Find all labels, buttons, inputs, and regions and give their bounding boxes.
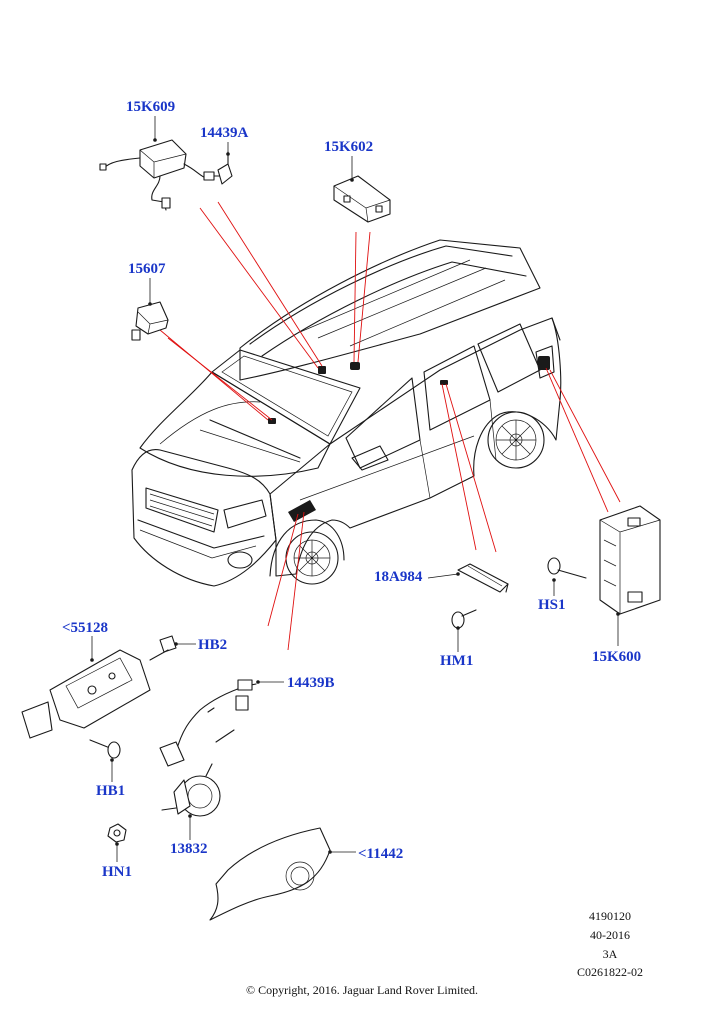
reference-date-code: 40-2016 — [590, 928, 630, 942]
callout-hs1[interactable]: HS1 — [538, 597, 566, 613]
callout-11442[interactable]: <11442 — [358, 846, 404, 862]
reference-illustration-number: 4190120 — [589, 909, 631, 923]
module-15k600-drawing — [599, 505, 661, 615]
horn-13832-drawing — [161, 763, 221, 817]
callout-hb1[interactable]: HB1 — [96, 783, 126, 799]
bolt-hb1-drawing — [89, 739, 121, 759]
vehicle-outline — [131, 239, 562, 587]
callout-hb2[interactable]: HB2 — [198, 637, 228, 653]
bracket-55128-drawing — [21, 649, 151, 739]
callout-leaders — [90, 116, 620, 862]
callout-15607[interactable]: 15607 — [128, 261, 166, 277]
bolt-hb2-drawing — [149, 635, 177, 661]
callout-15k609[interactable]: 15K609 — [126, 99, 176, 115]
antenna-18a984-drawing — [457, 563, 509, 593]
callout-hn1[interactable]: HN1 — [102, 864, 132, 880]
callout-14439b[interactable]: 14439B — [287, 675, 335, 691]
location-leader-lines — [159, 201, 621, 651]
screw-hm1-drawing — [451, 609, 477, 629]
liner-11442-drawing — [209, 827, 331, 921]
sensor-15607-drawing — [131, 301, 169, 341]
callout-hm1[interactable]: HM1 — [440, 653, 474, 669]
reference-drawing-id: C0261822-02 — [577, 965, 643, 979]
module-15k609-drawing — [99, 139, 223, 211]
callout-55128[interactable]: <55128 — [62, 620, 109, 636]
callout-14439a[interactable]: 14439A — [200, 125, 249, 141]
callout-13832[interactable]: 13832 — [170, 841, 208, 857]
screw-hs1-drawing — [547, 557, 587, 579]
nut-hn1-drawing — [107, 823, 127, 843]
callout-15k602[interactable]: 15K602 — [324, 139, 374, 155]
bracket-14439a-drawing — [217, 151, 233, 185]
harness-14439b-drawing — [159, 679, 257, 767]
callout-18a984[interactable]: 18A984 — [374, 569, 423, 585]
callout-15k600[interactable]: 15K600 — [592, 649, 642, 665]
module-15k602-drawing — [333, 175, 391, 223]
reference-section: 3A — [602, 947, 618, 961]
copyright-notice: © Copyright, 2016. Jaguar Land Rover Lim… — [245, 983, 479, 997]
